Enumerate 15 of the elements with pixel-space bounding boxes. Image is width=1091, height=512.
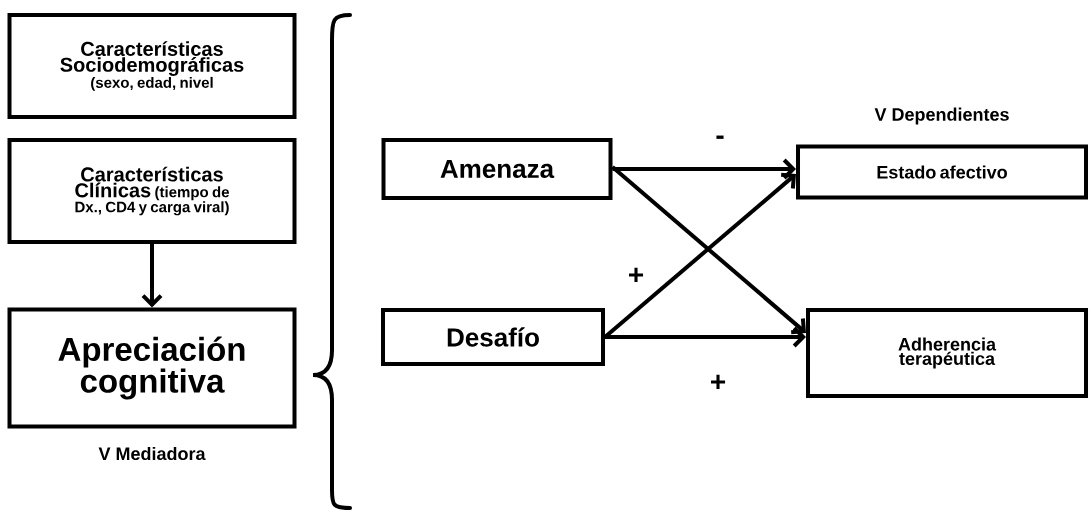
arrow xyxy=(612,158,796,180)
text-box: Estado afectivo xyxy=(796,144,1088,200)
text-box: Desafío xyxy=(381,308,605,366)
text-box: Amenaza xyxy=(381,138,613,200)
text-box: Características Clínicas (tiempo de Dx., CD4 y carga viral) xyxy=(7,138,297,244)
heading: V Dependientes xyxy=(874,107,1009,125)
arrow xyxy=(141,244,163,308)
edge-label: + xyxy=(626,266,646,286)
text-box: Apreciación cognitiva xyxy=(7,307,297,429)
text-box: Características Sociodemográficas (sexo, edad, nivel xyxy=(7,13,297,119)
edge-label: + xyxy=(708,373,728,393)
edge-label: - xyxy=(714,134,726,146)
arrow xyxy=(605,326,806,348)
text-box: Adherencia terapéutica xyxy=(806,308,1088,398)
node-caption: V Mediadora xyxy=(98,446,206,461)
